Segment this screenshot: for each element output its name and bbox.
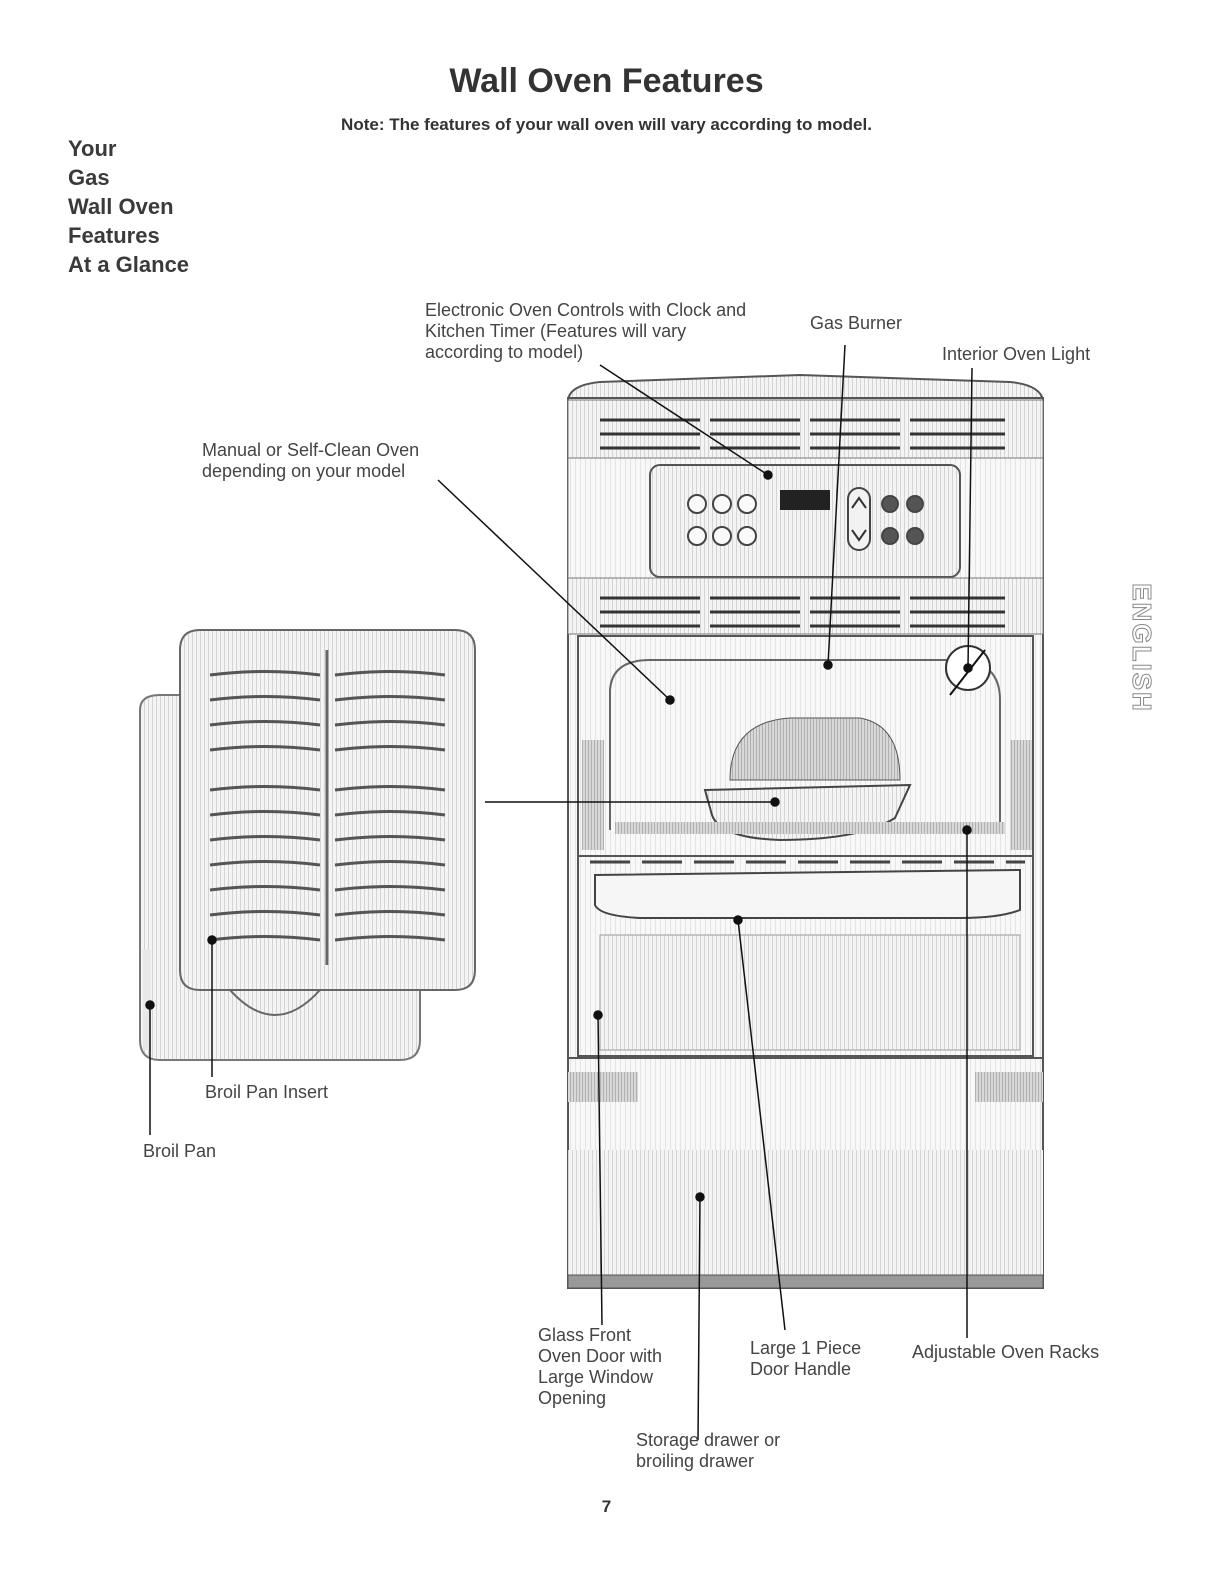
- callout-storage-drawer: Storage drawer or broiling drawer: [636, 1430, 780, 1472]
- callout-oven-racks: Adjustable Oven Racks: [912, 1342, 1100, 1362]
- callout-line: Electronic Oven Controls with Clock and: [425, 300, 747, 320]
- language-tab: ENGLISH: [1127, 583, 1158, 714]
- broil-pan-insert: [179, 629, 476, 1016]
- callout-glass-front-door: Glass Front Oven Door with Large Window …: [538, 1325, 662, 1409]
- callout-line: Oven Door with: [538, 1346, 663, 1366]
- callout-line: Kitchen Timer (Features will vary: [425, 321, 687, 341]
- control-buttons: [687, 494, 924, 546]
- callout-line: Door Handle: [750, 1359, 852, 1379]
- arrow-keys: [847, 487, 871, 551]
- callout-broil-pan: Broil Pan: [143, 1141, 217, 1161]
- section-title-line: Gas: [68, 165, 110, 190]
- callout-line: Glass Front: [538, 1325, 632, 1345]
- display-window: [780, 490, 830, 510]
- page-number: 7: [601, 1497, 612, 1516]
- callout-broil-pan-insert: Broil Pan Insert: [205, 1082, 329, 1102]
- callout-line: Opening: [538, 1388, 607, 1408]
- section-title-line: At a Glance: [68, 252, 190, 277]
- leader-lines: [145, 344, 986, 1441]
- callout-self-clean: Manual or Self-Clean Oven depending on y…: [202, 440, 419, 482]
- callout-line: Storage drawer or: [636, 1430, 781, 1450]
- callout-line: Large 1 Piece: [750, 1338, 862, 1358]
- callout-door-handle: Large 1 Piece Door Handle: [750, 1338, 861, 1380]
- callout-gas-burner: Gas Burner: [810, 313, 903, 333]
- section-title-line: Wall Oven: [68, 194, 174, 219]
- model-note: Note: The features of your wall oven wil…: [341, 115, 872, 134]
- oven-body: [566, 373, 1045, 1289]
- page-title: Wall Oven Features: [449, 62, 764, 100]
- callout-line: depending on your model: [202, 461, 406, 481]
- callout-line: Large Window: [538, 1367, 654, 1387]
- language-tab-text: ENGLISH: [1127, 583, 1157, 713]
- callout-line: broiling drawer: [636, 1451, 755, 1471]
- callout-interior-light: Interior Oven Light: [942, 344, 1091, 364]
- section-title-line: Your: [68, 136, 117, 161]
- callout-line: according to model): [425, 342, 584, 362]
- section-title-line: Features: [68, 223, 160, 248]
- callout-line: Manual or Self-Clean Oven: [202, 440, 420, 460]
- callout-oven-controls: Electronic Oven Controls with Clock and …: [425, 300, 746, 363]
- section-title: Your Gas Wall Oven Features At a Glance: [68, 134, 189, 279]
